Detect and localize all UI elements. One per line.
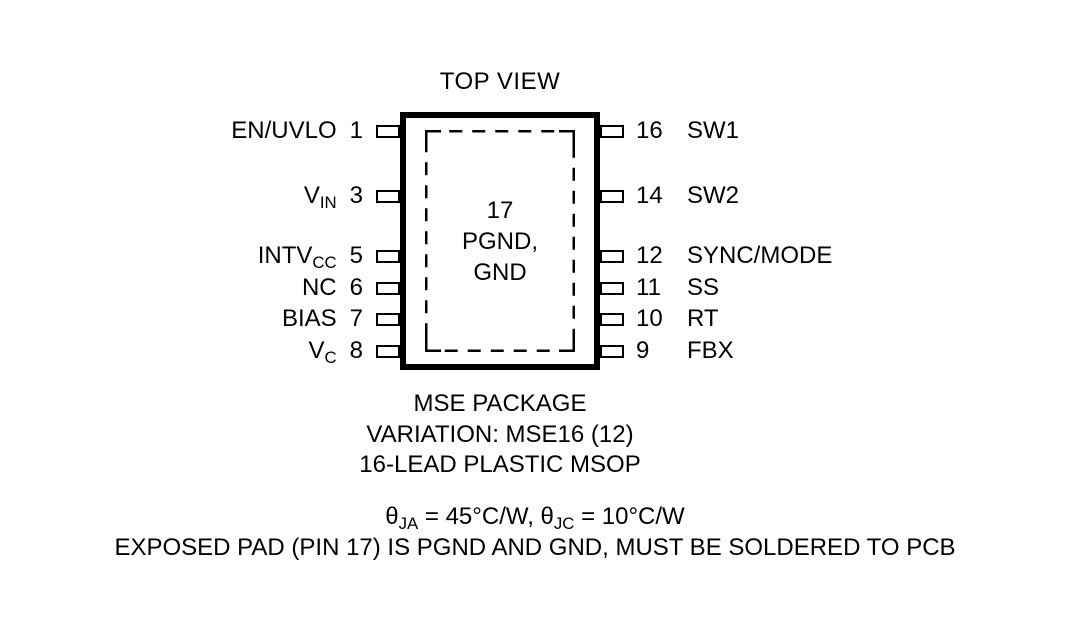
package-type: 16-LEAD PLASTIC MSOP bbox=[359, 451, 641, 478]
pin-label: SYNC/MODE bbox=[687, 242, 833, 269]
pin-label-sub: CC bbox=[312, 252, 337, 272]
pin-stub bbox=[600, 281, 624, 295]
pin-number: 5 bbox=[349, 242, 363, 269]
pin-stub bbox=[376, 124, 400, 138]
exposed-pad-note: EXPOSED PAD (PIN 17) IS PGND AND GND, MU… bbox=[114, 534, 956, 561]
pin-label-base: V bbox=[308, 337, 325, 364]
pin-row-right-16: 16 SW1 bbox=[600, 117, 740, 144]
pin-label-base: EN/UVLO bbox=[231, 117, 337, 144]
pin-stub bbox=[376, 281, 400, 295]
pin-stub bbox=[376, 249, 400, 263]
pin-label: VC bbox=[308, 337, 337, 367]
pin-label: BIAS bbox=[282, 305, 337, 333]
pin-number: 11 bbox=[636, 274, 661, 301]
exposed-pad-text: 17 PGND, GND bbox=[425, 130, 575, 352]
pin-row-left-3: VIN 3 bbox=[303, 182, 400, 212]
pin-number: 10 bbox=[636, 305, 663, 332]
pin-number: 12 bbox=[636, 242, 663, 269]
pin-label-sub: IN bbox=[319, 192, 337, 212]
pin-label: SW2 bbox=[687, 182, 740, 209]
pin-number: 16 bbox=[636, 117, 663, 144]
pin-stub bbox=[376, 312, 400, 326]
package-outline: 17 PGND, GND bbox=[400, 112, 600, 370]
pin-stub bbox=[376, 344, 400, 358]
pin-stub bbox=[600, 344, 624, 358]
pin-number: 14 bbox=[636, 182, 663, 209]
pin-label: NC bbox=[302, 274, 337, 302]
pin-row-right-14: 14 SW2 bbox=[600, 182, 740, 209]
pin-label: FBX bbox=[687, 337, 734, 364]
thermal-info: θJA = 45°C/W, θJC = 10°C/W bbox=[0, 503, 1070, 533]
pin-number: 7 bbox=[349, 305, 363, 332]
pin-label: SW1 bbox=[687, 117, 740, 144]
pin-label: VIN bbox=[303, 182, 337, 212]
pin-row-left-7: BIAS 7 bbox=[282, 305, 400, 333]
thermal-seg: = 10°C/W bbox=[574, 503, 685, 530]
thermal-seg: = 45°C/W, θ bbox=[418, 503, 554, 530]
pin-row-right-9: 9 FBX bbox=[600, 337, 734, 364]
thermal-sub: JA bbox=[398, 513, 419, 533]
pad-label-line2: GND bbox=[473, 258, 527, 286]
pin-row-left-5: INTVCC 5 bbox=[257, 242, 400, 272]
pin-row-right-12: 12 SYNC/MODE bbox=[600, 242, 833, 269]
thermal-seg: θ bbox=[385, 503, 399, 530]
pin-label: INTVCC bbox=[257, 242, 337, 272]
pin-row-left-1: EN/UVLO 1 bbox=[231, 117, 400, 145]
thermal-sub: JC bbox=[553, 513, 575, 533]
pin-number: 3 bbox=[349, 182, 363, 209]
pad-label-line1: PGND, bbox=[461, 227, 538, 255]
pin-number: 6 bbox=[349, 274, 363, 301]
pin-row-right-11: 11 SS bbox=[600, 274, 720, 301]
pin-label: EN/UVLO bbox=[231, 117, 336, 145]
package-variation: VARIATION: MSE16 (12) bbox=[366, 421, 634, 448]
pin-stub bbox=[600, 189, 624, 203]
pin-number: 1 bbox=[349, 117, 363, 144]
pin-row-left-6: NC 6 bbox=[302, 274, 400, 302]
pin-label-base: NC bbox=[301, 274, 337, 301]
exposed-pad-dashed-border bbox=[425, 130, 575, 352]
pin-label-base: V bbox=[303, 182, 320, 209]
pin-number: 9 bbox=[636, 337, 650, 364]
pad-pin-number: 17 bbox=[486, 196, 514, 224]
pin-row-right-10: 10 RT bbox=[600, 305, 719, 332]
package-name: MSE PACKAGE bbox=[413, 390, 587, 417]
pin-label-base: BIAS bbox=[281, 305, 337, 332]
pin-label-sub: C bbox=[324, 347, 337, 367]
pin-label: SS bbox=[687, 274, 720, 301]
top-view-label: TOP VIEW bbox=[439, 68, 561, 95]
pin-stub bbox=[600, 249, 624, 263]
pin-stub bbox=[376, 189, 400, 203]
exposed-pad: 17 PGND, GND bbox=[425, 130, 575, 352]
pin-stub bbox=[600, 124, 624, 138]
pin-label-base: INTV bbox=[257, 242, 313, 269]
pin-number: 8 bbox=[349, 337, 363, 364]
pin-row-left-8: VC 8 bbox=[308, 337, 400, 367]
pin-stub bbox=[600, 312, 624, 326]
pin-label: RT bbox=[687, 305, 719, 332]
